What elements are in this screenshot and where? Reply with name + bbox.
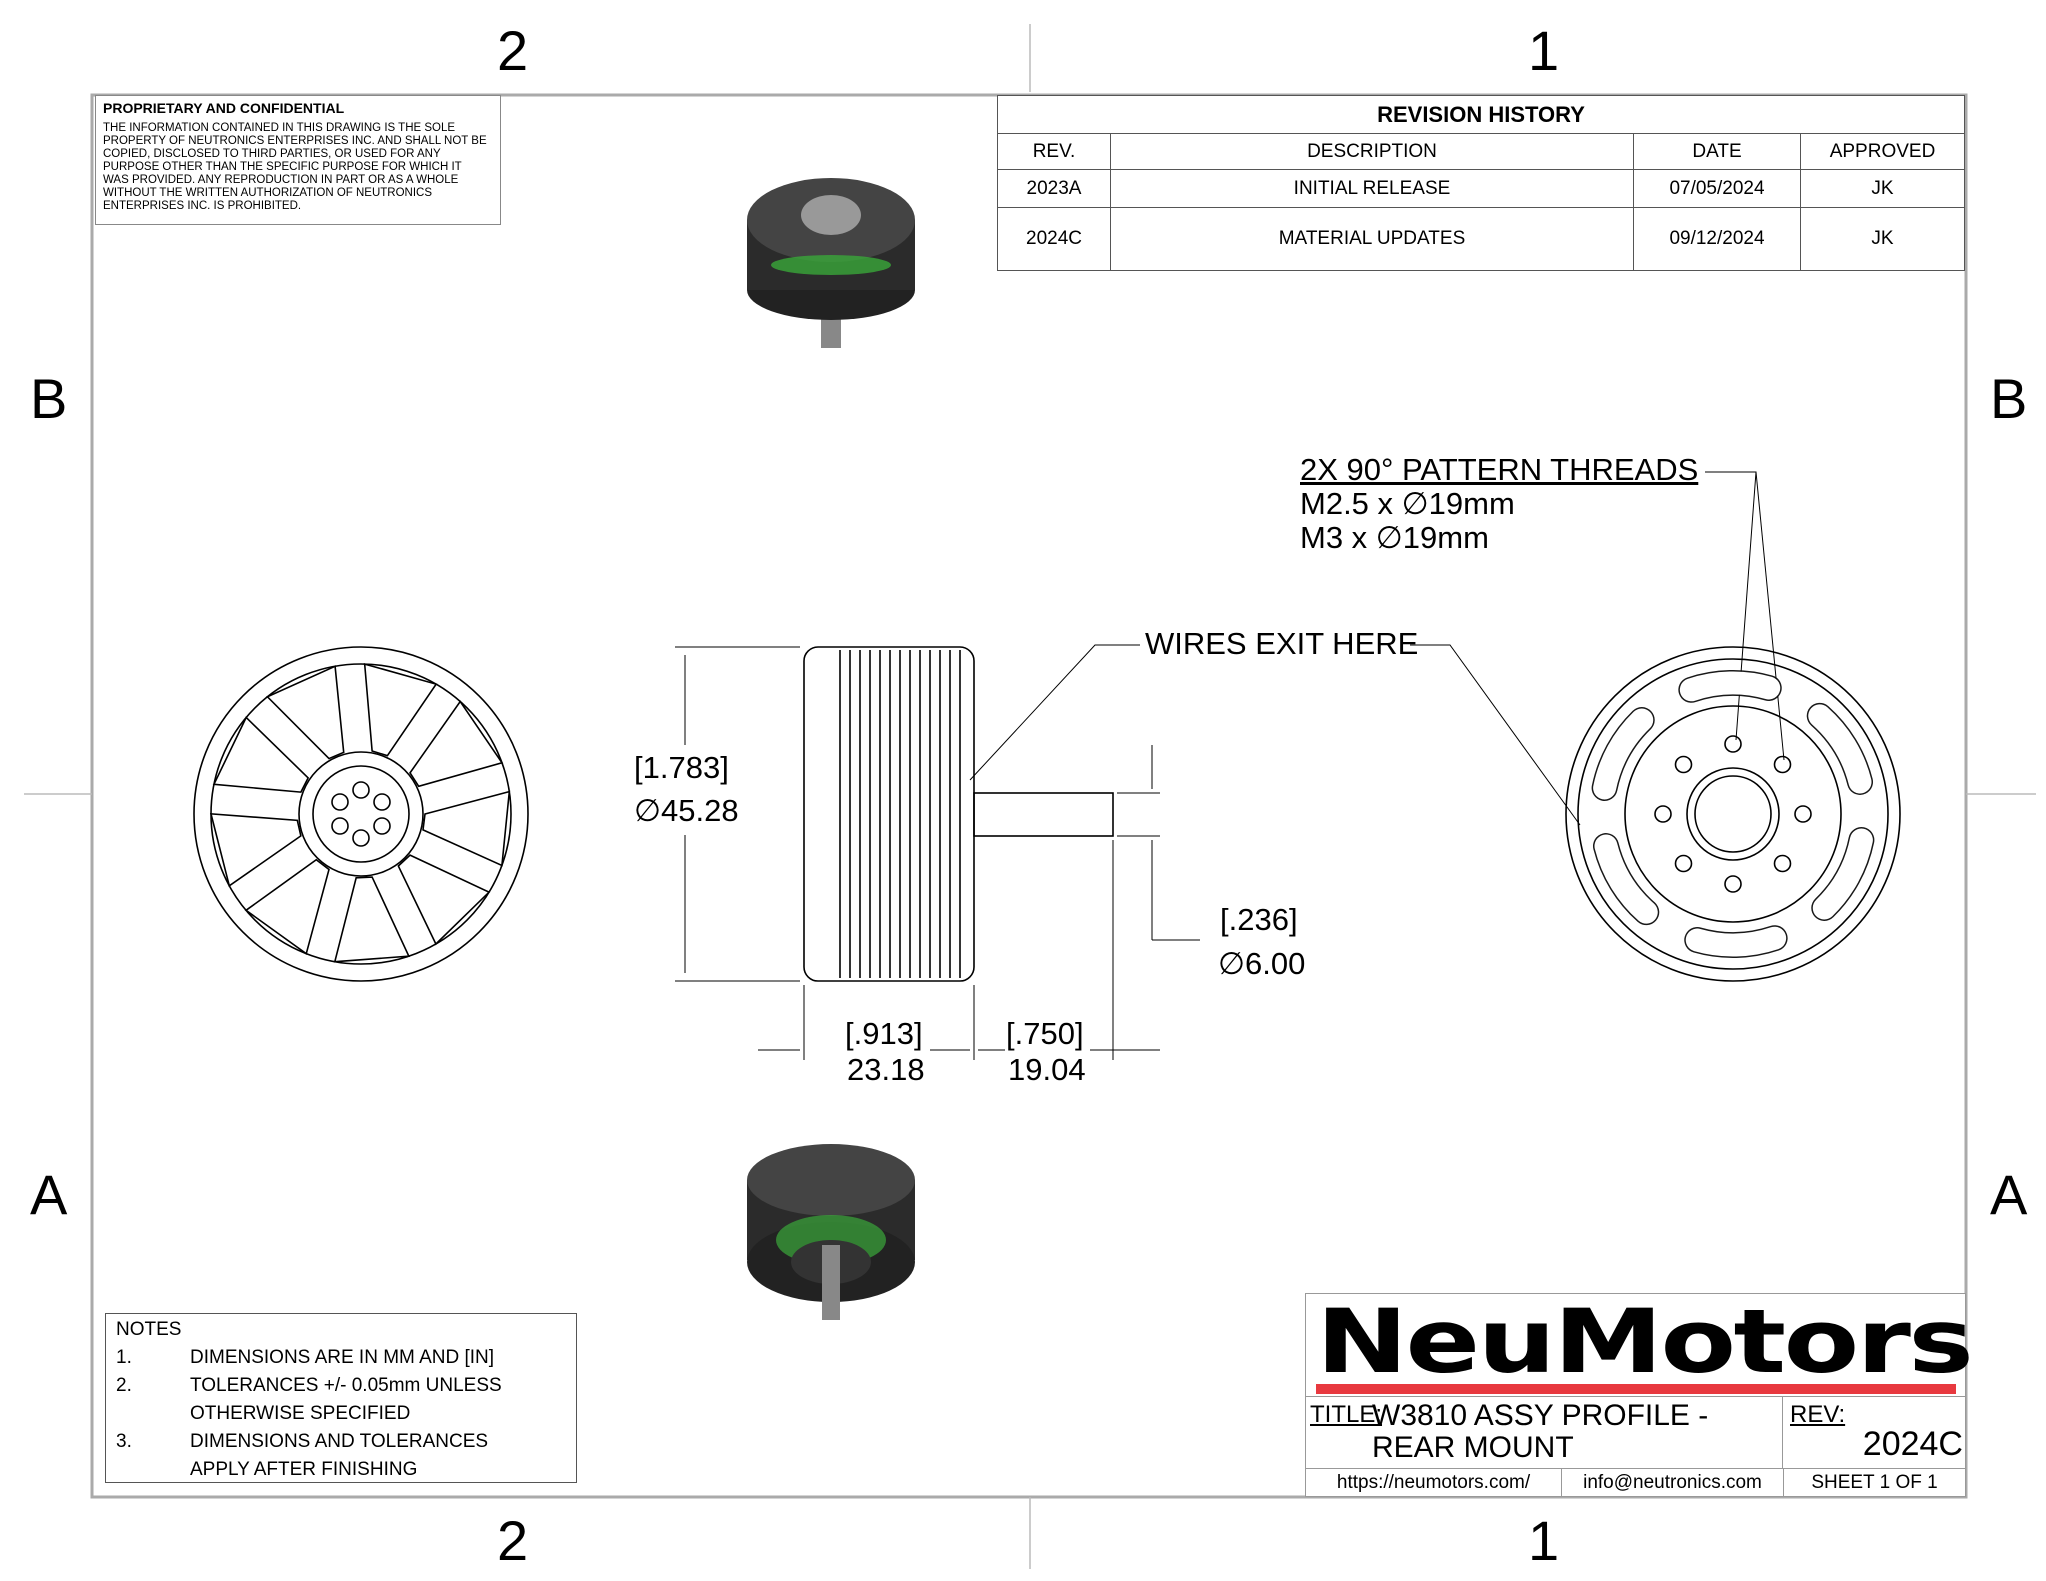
- cell-approved: JK: [1800, 169, 1965, 208]
- mount-hole: [1724, 735, 1742, 753]
- proprietary-line: WAS PROVIDED. ANY REPRODUCTION IN PART O…: [103, 174, 459, 186]
- dim-diameter-mm: ∅45.28: [634, 793, 739, 828]
- cell-description: MATERIAL UPDATES: [1110, 207, 1634, 271]
- fan-blade: [333, 876, 411, 963]
- fan-blade: [244, 858, 330, 955]
- iso-render-bottom: [747, 1144, 915, 1320]
- dim-shaft-len-mm: 19.04: [1008, 1052, 1086, 1087]
- mount-hole: [1674, 755, 1693, 774]
- fan-blade: [409, 700, 504, 788]
- zone-label: 2: [497, 1509, 529, 1572]
- proprietary-line: COPIED, DISCLOSED TO THIRD PARTIES, OR U…: [103, 148, 441, 160]
- proprietary-line: WITHOUT THE WRITTEN AUTHORIZATION OF NEU…: [103, 187, 433, 199]
- proprietary-line: THE INFORMATION CONTAINED IN THIS DRAWIN…: [103, 122, 456, 134]
- rev-value: 2024C: [1862, 1425, 1963, 1463]
- notes-box: NOTES 1.DIMENSIONS ARE IN MM AND [IN] 2.…: [105, 1313, 577, 1483]
- zone-label: A: [1990, 1163, 2028, 1226]
- iso-render-top: [747, 178, 915, 348]
- drawing-title-line1: W3810 ASSY PROFILE -: [1372, 1399, 1709, 1432]
- cell-rev: 2024C: [997, 207, 1111, 271]
- zone-label: 2: [497, 19, 529, 82]
- center-ticks: [24, 24, 2036, 1569]
- revision-history-table: REVISION HISTORY REV. DESCRIPTION DATE A…: [997, 95, 1965, 271]
- dim-body-in: [.913]: [845, 1016, 923, 1051]
- note-item: 2.TOLERANCES +/- 0.05mm UNLESS: [116, 1375, 502, 1396]
- wires-callout: WIRES EXIT HERE: [1145, 626, 1419, 661]
- proprietary-line: PROPERTY OF NEUTRONICS ENTERPRISES INC. …: [103, 135, 487, 147]
- threads-callout: 2X 90° PATTERN THREADS: [1300, 452, 1699, 487]
- proprietary-line: ENTERPRISES INC. IS PROHIBITED.: [103, 200, 302, 212]
- proprietary-line: PURPOSE OTHER THAN THE SPECIFIC PURPOSE …: [103, 161, 462, 173]
- note-item: 1.DIMENSIONS ARE IN MM AND [IN]: [116, 1347, 495, 1368]
- title-block: NeuMotors TITLE: W3810 ASSY PROFILE - RE…: [1305, 1290, 1974, 1497]
- proprietary-title: PROPRIETARY AND CONFIDENTIAL: [103, 100, 345, 116]
- note-item: 3.DIMENSIONS AND TOLERANCES: [116, 1431, 489, 1452]
- revision-title: REVISION HISTORY: [997, 95, 1965, 134]
- fan-blade: [212, 716, 310, 793]
- mount-hole: [1654, 805, 1672, 823]
- fan-blade: [422, 790, 511, 867]
- cell-description: INITIAL RELEASE: [1110, 169, 1634, 208]
- cell-date: 07/05/2024: [1633, 169, 1801, 208]
- sheet-number: SHEET 1 OF 1: [1811, 1472, 1938, 1493]
- dim-body-mm: 23.18: [847, 1052, 925, 1087]
- rev-label: REV:: [1790, 1401, 1846, 1428]
- fan-blade: [266, 665, 345, 760]
- dim-shaft-in: [.236]: [1220, 902, 1298, 937]
- mount-hole: [1773, 854, 1792, 873]
- neumotors-logo: NeuMotors: [1316, 1290, 1974, 1394]
- zone-label: 1: [1528, 1509, 1560, 1572]
- mount-hole: [1773, 755, 1792, 774]
- zone-label: 1: [1528, 19, 1560, 82]
- proprietary-notice: PROPRIETARY AND CONFIDENTIAL THE INFORMA…: [95, 95, 501, 225]
- side-view: [803, 646, 1114, 982]
- zone-label: B: [1990, 367, 2028, 430]
- email-link[interactable]: info@neutronics.com: [1562, 1469, 1784, 1497]
- drawing-title-line2: REAR MOUNT: [1372, 1431, 1574, 1464]
- cell-date: 09/12/2024: [1633, 207, 1801, 271]
- note-item: OTHERWISE SPECIFIED: [190, 1403, 411, 1424]
- col-header: APPROVED: [1800, 133, 1965, 170]
- zone-label: A: [30, 1163, 68, 1226]
- rear-view: [1565, 646, 1901, 982]
- note-item: APPLY AFTER FINISHING: [190, 1459, 418, 1480]
- dim-shaft-mm: ∅6.00: [1218, 946, 1306, 981]
- zone-label: B: [30, 367, 68, 430]
- fan-blade: [363, 662, 438, 757]
- fan-blade: [209, 812, 302, 888]
- fan-blade: [397, 854, 491, 946]
- col-header: DESCRIPTION: [1110, 133, 1634, 170]
- cell-approved: JK: [1800, 207, 1965, 271]
- col-header: REV.: [997, 133, 1111, 170]
- drawing-frame: [90, 93, 1968, 1499]
- front-view: [193, 646, 529, 982]
- threads-callout-line: M2.5 x ∅19mm: [1300, 486, 1515, 521]
- cell-rev: 2023A: [997, 169, 1111, 208]
- threads-callout-line: M3 x ∅19mm: [1300, 520, 1489, 555]
- mount-hole: [1724, 875, 1742, 893]
- website-link[interactable]: https://neumotors.com/: [1306, 1469, 1562, 1497]
- dim-shaft-len-in: [.750]: [1006, 1016, 1084, 1051]
- notes-title: NOTES: [116, 1319, 182, 1340]
- title-label: TITLE:: [1310, 1401, 1383, 1428]
- dim-diameter-in: [1.783]: [634, 750, 729, 785]
- dimension-lines: [675, 471, 1785, 1060]
- mount-hole: [1794, 805, 1812, 823]
- mount-hole: [1674, 854, 1693, 873]
- col-header: DATE: [1633, 133, 1801, 170]
